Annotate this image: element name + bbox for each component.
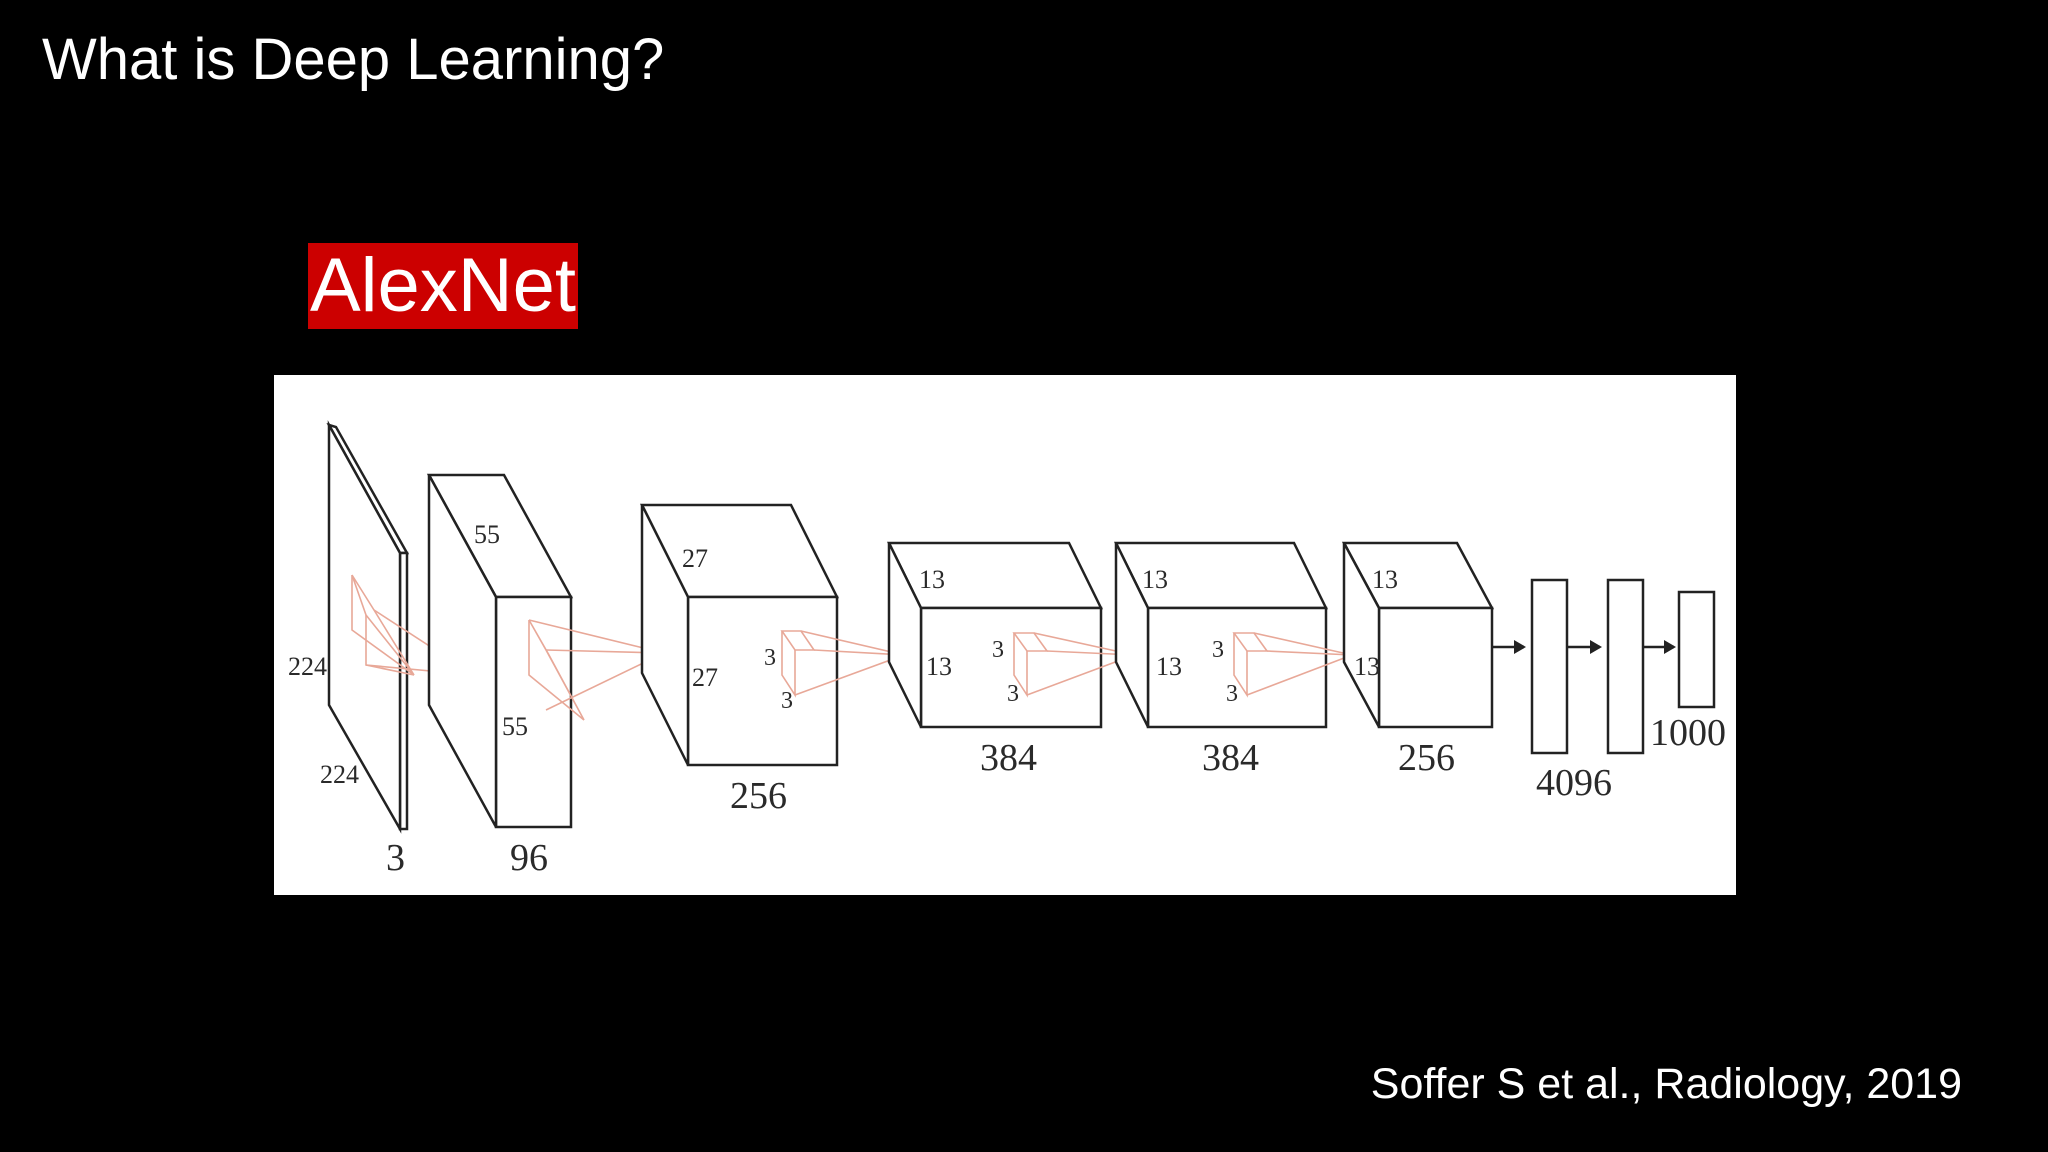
citation: Soffer S et al., Radiology, 2019 bbox=[1370, 1060, 1962, 1108]
conv3-layer: 13 13 3 3 384 bbox=[886, 541, 1135, 779]
arrow-conv5-fc6 bbox=[1492, 640, 1526, 654]
conv3-height-label: 13 bbox=[919, 565, 945, 594]
conv1-side-face bbox=[427, 474, 498, 828]
conv4-kernel-w-label: 3 bbox=[1226, 681, 1238, 707]
input-side-face bbox=[327, 420, 402, 834]
conv5-width-label: 13 bbox=[1354, 652, 1380, 681]
conv5-side-face bbox=[1342, 542, 1381, 728]
output-size-label: 1000 bbox=[1650, 712, 1726, 754]
conv5-height-label: 13 bbox=[1372, 565, 1398, 594]
conv1-layer: 55 55 96 bbox=[426, 473, 665, 879]
architecture-diagram: 224 224 3 55 55 96 2 bbox=[288, 420, 1726, 879]
arrow-fc7-output bbox=[1643, 640, 1676, 654]
arrow-fc6-fc7 bbox=[1567, 640, 1602, 654]
conv2-kernel-h-label: 3 bbox=[764, 645, 776, 671]
conv4-width-label: 13 bbox=[1156, 652, 1182, 681]
conv4-layer: 13 13 3 3 384 bbox=[1113, 541, 1353, 779]
conv2-depth-label: 256 bbox=[730, 775, 787, 817]
conv4-kernel-h-label: 3 bbox=[1212, 637, 1224, 663]
conv2-width-label: 27 bbox=[692, 663, 718, 692]
conv4-kernel-ray-3 bbox=[1266, 650, 1353, 656]
conv1-kernel-edge bbox=[528, 620, 585, 721]
conv3-kernel-w-label: 3 bbox=[1007, 681, 1019, 707]
slide-title: What is Deep Learning? bbox=[42, 27, 665, 92]
conv3-width-label: 13 bbox=[926, 652, 952, 681]
input-width-label: 224 bbox=[320, 760, 359, 789]
conv4-kernel-side bbox=[1233, 633, 1248, 698]
conv3-depth-label: 384 bbox=[980, 737, 1037, 779]
conv5-depth-label: 256 bbox=[1398, 737, 1455, 779]
alexnet-label: AlexNet bbox=[309, 243, 577, 328]
conv4-kernel-ray bbox=[1253, 632, 1353, 656]
conv2-kernel-ray-2 bbox=[794, 654, 905, 696]
conv1-height-label: 55 bbox=[474, 520, 500, 549]
input-height-label: 224 bbox=[288, 652, 327, 681]
conv2-kernel-w-label: 3 bbox=[781, 688, 793, 714]
conv4-height-label: 13 bbox=[1142, 565, 1168, 594]
conv3-kernel-h-label: 3 bbox=[992, 637, 1004, 663]
input-kernel-edge bbox=[351, 575, 415, 676]
conv4-depth-label: 384 bbox=[1202, 737, 1259, 779]
fc7-layer bbox=[1606, 578, 1645, 755]
conv4-side-face bbox=[1114, 542, 1150, 728]
conv5-front-face bbox=[1377, 606, 1494, 729]
conv2-side-face bbox=[640, 504, 690, 766]
input-depth-label: 3 bbox=[386, 837, 405, 879]
output-layer bbox=[1677, 590, 1716, 709]
alexnet-label-box: AlexNet bbox=[308, 243, 578, 329]
fc-size-label: 4096 bbox=[1536, 762, 1612, 804]
conv1-width-label: 55 bbox=[502, 712, 528, 741]
conv1-depth-label: 96 bbox=[510, 837, 548, 879]
conv2-height-label: 27 bbox=[682, 544, 708, 573]
conv3-kernel-side bbox=[1013, 633, 1028, 698]
conv2-layer: 27 27 3 3 256 bbox=[639, 503, 905, 817]
conv2-kernel-ray bbox=[800, 630, 905, 656]
conv5-layer: 13 13 256 bbox=[1341, 541, 1495, 779]
alexnet-architecture-figure: 224 224 3 55 55 96 2 bbox=[274, 375, 1736, 895]
conv4-kernel-ray-2 bbox=[1246, 654, 1353, 696]
conv2-kernel-side bbox=[781, 631, 796, 698]
conv3-side-face bbox=[887, 542, 923, 728]
fc6-layer bbox=[1530, 578, 1569, 755]
